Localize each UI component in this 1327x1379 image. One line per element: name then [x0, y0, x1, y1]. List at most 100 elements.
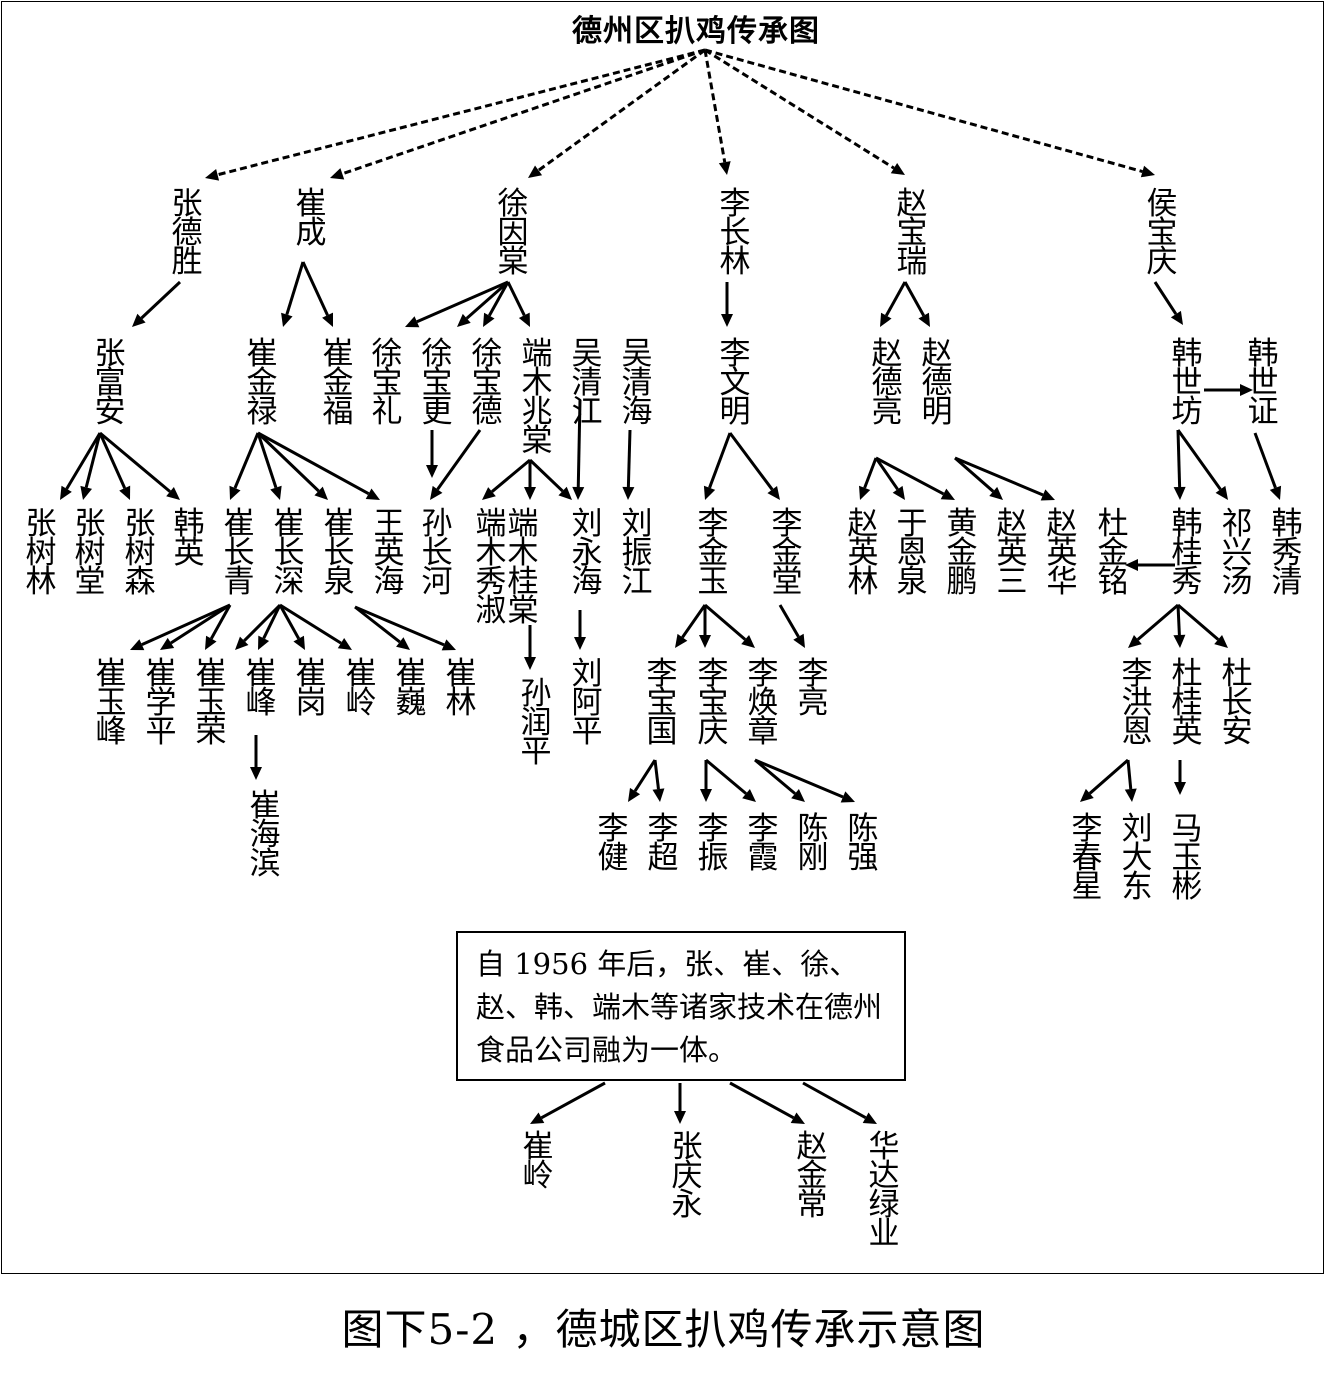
node-yu-enquan: 于恩泉 [896, 506, 928, 600]
arrow-icon [530, 1081, 606, 1124]
node-huada-lvye: 华达绿业 [868, 1129, 900, 1252]
node-han-shizheng: 韩世证 [1247, 336, 1279, 430]
arrow-icon [675, 604, 707, 648]
arrow-icon [457, 280, 509, 327]
node-zhang-desheng: 张德胜 [171, 186, 203, 280]
arrow-icon [80, 432, 102, 500]
node-zhang-fuan: 张富安 [94, 336, 126, 430]
node-li-chao: 李超 [647, 811, 679, 876]
node-han-guixiu: 韩桂秀 [1171, 506, 1203, 600]
arrow-icon [903, 281, 930, 327]
arrow-icon [729, 1081, 805, 1124]
arrow-icon [1253, 432, 1282, 500]
arrow-icon [699, 605, 711, 648]
node-cui-ling: 崔岭 [345, 656, 377, 721]
node-cui-ling-2: 崔岭 [522, 1129, 554, 1194]
figure-caption: 图下5-2 ，德城区扒鸡传承示意图 [341, 1305, 986, 1354]
arrow-icon [628, 759, 657, 802]
node-han-shifang: 韩世坊 [1171, 336, 1203, 430]
arrow-icon [301, 261, 333, 327]
arrow-icon [1153, 281, 1183, 325]
node-wang-yinghai: 王英海 [373, 506, 405, 600]
node-liu-dadong: 刘大东 [1121, 811, 1153, 905]
diagram-frame [1, 1, 1324, 1274]
arrow-icon [572, 399, 585, 500]
node-cui-jinlu: 崔金禄 [246, 336, 278, 430]
arrow-icon [281, 261, 305, 327]
arrow-icon [483, 281, 510, 327]
node-li-jintang: 李金堂 [771, 506, 803, 600]
node-cui-changshen: 崔长深 [273, 506, 305, 600]
node-chen-qiang: 陈强 [847, 811, 879, 876]
node-li-baoguo: 李宝国 [646, 656, 678, 750]
node-cui-xueping: 崔学平 [145, 656, 177, 750]
node-du-changan: 杜长安 [1221, 656, 1253, 750]
arrow-icon [482, 458, 531, 500]
node-cui-changquan: 崔长泉 [323, 506, 355, 600]
arrow-icon [354, 605, 456, 651]
node-zhao-jinchang: 赵金常 [796, 1129, 828, 1223]
node-chen-gang: 陈刚 [797, 811, 829, 876]
node-li-wenming: 李文明 [719, 336, 751, 430]
arrow-icon [778, 604, 805, 648]
node-cui-gang: 崔岗 [295, 656, 327, 721]
arrow-icon [728, 432, 780, 500]
node-qi-xingtang: 祁兴汤 [1221, 506, 1253, 600]
node-li-hongen: 李洪恩 [1121, 656, 1153, 750]
arrow-icon [257, 431, 380, 500]
node-duanmu-zhaotang: 端木兆棠 [521, 336, 553, 459]
arrow-icon [1173, 429, 1186, 500]
node-cui-haibin: 崔海滨 [249, 788, 281, 882]
arrow-icon [703, 49, 731, 175]
node-li-xia: 李霞 [747, 811, 779, 876]
arrow-icon [1176, 429, 1228, 500]
arrow-icon [880, 281, 907, 327]
arrow-icon [954, 456, 1055, 501]
node-xu-yinchang: 徐因棠 [497, 186, 529, 280]
arrow-icon [802, 1081, 877, 1124]
arrow-icon [1177, 603, 1228, 648]
arrow-icon [721, 282, 733, 327]
arrow-icon [704, 603, 755, 648]
arrow-icon [256, 431, 328, 500]
arrow-icon [703, 432, 732, 500]
arrow-icon [524, 460, 536, 500]
node-du-guiying: 杜桂英 [1171, 656, 1203, 750]
arrow-icon [574, 610, 586, 650]
node-cui-yurong: 崔玉荣 [195, 656, 227, 750]
node-zhao-deming: 赵德明 [921, 336, 953, 430]
arrow-icon [229, 432, 260, 500]
node-cui-cheng: 崔成 [295, 186, 327, 251]
node-du-jinming: 杜金铭 [1097, 506, 1129, 600]
arrow-icon [205, 48, 706, 181]
node-li-huanzhang: 李焕章 [747, 656, 779, 750]
node-zhang-qingyong: 张庆永 [671, 1129, 703, 1223]
arrow-icon [700, 760, 712, 802]
node-liu-zhenjiang: 刘振江 [621, 506, 653, 600]
node-cui-changqing: 崔长青 [223, 506, 255, 600]
arrow-icon [354, 605, 410, 650]
arrow-icon [705, 758, 756, 802]
arrow-icon [430, 429, 482, 500]
arrow-icon [1204, 384, 1253, 396]
node-cui-lin: 崔林 [445, 656, 477, 721]
arrow-icon [875, 456, 955, 500]
arrow-icon [278, 604, 305, 650]
node-xu-baogeng: 徐宝更 [421, 336, 453, 430]
arrow-icon [256, 432, 282, 500]
node-zhao-yinglin: 赵英林 [847, 506, 879, 600]
node-zhao-deliang: 赵德亮 [871, 336, 903, 430]
node-li-jian: 李健 [597, 811, 629, 876]
node-zhao-yinghua: 赵英华 [1046, 506, 1078, 600]
node-ma-yubin: 马玉彬 [1171, 811, 1203, 905]
node-han-xiuqing: 韩秀清 [1271, 506, 1303, 600]
diagram-title: 德州区扒鸡传承图 [572, 14, 820, 49]
node-liu-aping: 刘阿平 [571, 656, 603, 750]
arrow-icon [1128, 603, 1179, 648]
node-li-jinyu: 李金玉 [697, 506, 729, 600]
arrow-icon [874, 457, 905, 500]
arrow-icon [250, 735, 262, 780]
node-li-baoqing: 李宝庆 [697, 656, 729, 750]
arrow-icon [330, 48, 706, 180]
